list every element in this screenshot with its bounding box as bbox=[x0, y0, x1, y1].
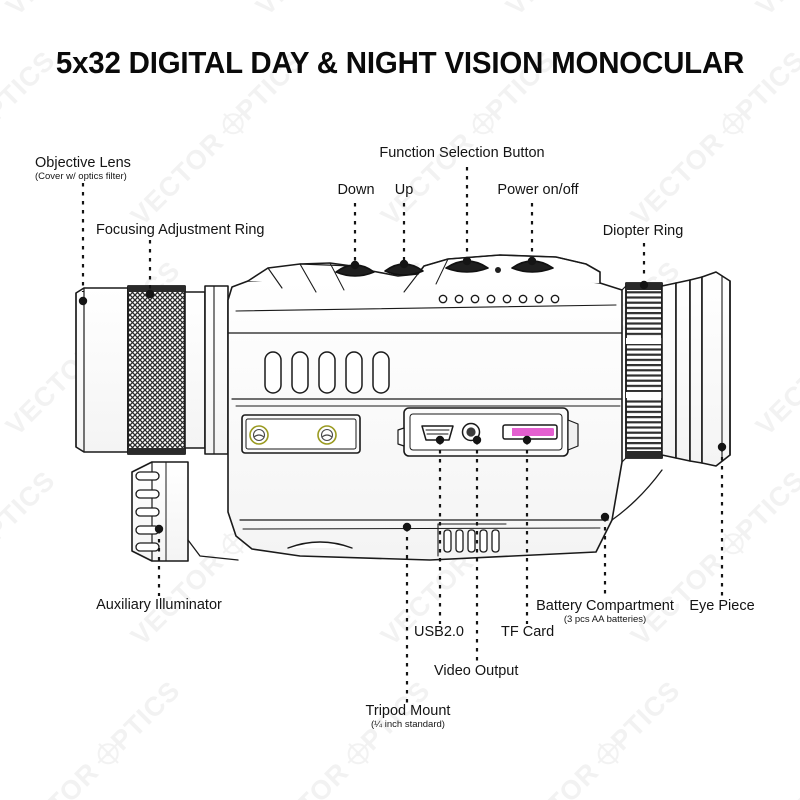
vent-holes-part bbox=[438, 294, 560, 304]
callout-focusing-adjustment-ring: Focusing Adjustment Ring bbox=[96, 222, 264, 238]
usb-port bbox=[421, 425, 454, 441]
dot-function-selection bbox=[462, 256, 472, 266]
callout-video-output: Video Output bbox=[434, 663, 518, 679]
callout-power-on-off-label: Power on/off bbox=[497, 182, 579, 198]
screw-left bbox=[249, 425, 269, 445]
callout-power-on-off: Power on/off bbox=[497, 182, 578, 198]
callout-down-label: Down bbox=[337, 182, 375, 198]
tf-card-slot bbox=[502, 424, 558, 440]
callout-diopter-ring-label: Diopter Ring bbox=[602, 223, 684, 239]
callout-up: Up bbox=[395, 182, 414, 198]
callout-diopter-ring: Diopter Ring bbox=[603, 223, 684, 239]
callout-auxiliary-illuminator: Auxiliary Illuminator bbox=[96, 597, 222, 613]
dot-tripod-mount bbox=[402, 522, 412, 532]
callout-tripod-mount-label: Tripod Mount bbox=[365, 703, 451, 719]
underside-part bbox=[187, 539, 353, 561]
callout-objective-lens-sub: (Cover w/ optics filter) bbox=[35, 171, 127, 183]
callout-battery-compartment-label: Battery Compartment bbox=[536, 598, 674, 614]
port-panel-part bbox=[397, 407, 579, 457]
dot-down bbox=[350, 260, 360, 270]
callout-objective-lens-label: Objective Lens bbox=[35, 155, 131, 171]
lens-collar-part bbox=[184, 285, 229, 455]
callout-battery-compartment-sub: (3 pcs AA batteries) bbox=[563, 614, 647, 626]
top-shroud-part bbox=[247, 254, 601, 293]
dot-power bbox=[527, 256, 537, 266]
callout-up-label: Up bbox=[394, 182, 414, 198]
callout-auxiliary-illuminator-label: Auxiliary Illuminator bbox=[96, 597, 222, 613]
dot-focusing-ring bbox=[145, 289, 155, 299]
dot-up bbox=[399, 259, 409, 269]
callout-objective-lens: Objective Lens (Cover w/ optics filter) bbox=[35, 155, 131, 183]
callout-focusing-adjustment-ring-label: Focusing Adjustment Ring bbox=[96, 222, 265, 238]
callout-tf-card-label: TF Card bbox=[501, 624, 555, 640]
eyepiece-bridge-part bbox=[611, 285, 663, 521]
screw-right bbox=[317, 425, 337, 445]
auxiliary-illuminator-part bbox=[131, 461, 189, 562]
page-title: 5x32 DIGITAL DAY & NIGHT VISION MONOCULA… bbox=[55, 45, 745, 80]
callout-function-selection-button: Function Selection Button bbox=[379, 145, 544, 161]
dot-objective-lens bbox=[78, 296, 88, 306]
dot-video-output bbox=[472, 435, 482, 445]
callout-eye-piece-label: Eye Piece bbox=[689, 598, 755, 614]
callout-function-selection-button-label: Function Selection Button bbox=[379, 145, 545, 161]
label-plate-part bbox=[241, 414, 361, 454]
callout-usb: USB2.0 bbox=[414, 624, 464, 640]
callout-tripod-mount-sub: (¼ inch standard) bbox=[371, 719, 445, 731]
callout-tf-card: TF Card bbox=[501, 624, 554, 640]
callout-eye-piece: Eye Piece bbox=[689, 598, 754, 614]
callout-tripod-mount: Tripod Mount (¼ inch standard) bbox=[366, 703, 451, 731]
dot-tf-card bbox=[522, 435, 532, 445]
dot-usb bbox=[435, 435, 445, 445]
dot-battery-compartment bbox=[600, 512, 610, 522]
dot-diopter-ring bbox=[639, 280, 649, 290]
grip-slots-part bbox=[264, 351, 390, 394]
dot-auxiliary-illuminator bbox=[154, 524, 164, 534]
callout-down: Down bbox=[337, 182, 374, 198]
dot-eye-piece bbox=[717, 442, 727, 452]
callout-usb-label: USB2.0 bbox=[414, 624, 464, 640]
callout-battery-compartment: Battery Compartment (3 pcs AA batteries) bbox=[536, 598, 674, 626]
callout-video-output-label: Video Output bbox=[434, 663, 519, 679]
